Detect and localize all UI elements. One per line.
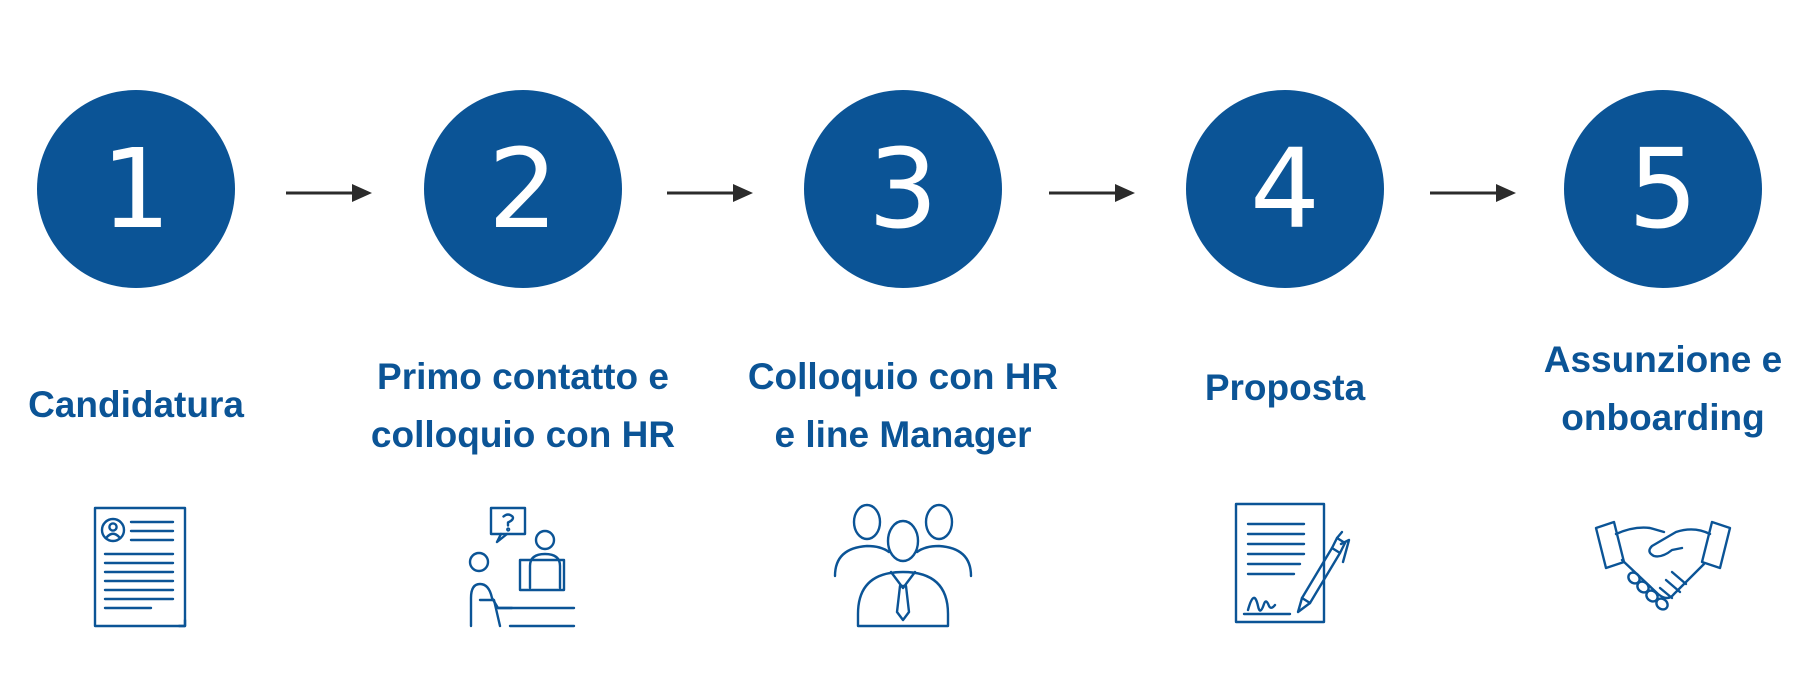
- signed-contract-icon: [1210, 498, 1360, 638]
- step-2-number-circle: 2: [424, 90, 622, 288]
- step-3-label: Colloquio con HR e line Manager: [747, 356, 1059, 455]
- handshake-icon: [1588, 498, 1738, 638]
- arrow-right-icon: [1430, 182, 1516, 204]
- step-3: 3 Colloquio con HR e line Manager: [733, 0, 1073, 700]
- step-2: 2 Primo contatto e colloquio con HR: [353, 0, 693, 700]
- step-1-number-circle: 1: [37, 90, 235, 288]
- step-1: 1 Candidatura: [0, 0, 306, 700]
- step-1-label: Candidatura: [28, 384, 244, 425]
- step-2-label: Primo contatto e colloquio con HR: [370, 356, 676, 455]
- step-4: 4 Proposta: [1115, 0, 1455, 700]
- step-5-label: Assunzione e onboarding: [1543, 339, 1783, 438]
- interview-icon: [448, 498, 598, 638]
- arrow-right-icon: [667, 182, 753, 204]
- step-5-number-circle: 5: [1564, 90, 1762, 288]
- step-4-label: Proposta: [1204, 367, 1366, 408]
- team-icon: [828, 498, 978, 638]
- arrow-right-icon: [1049, 182, 1135, 204]
- step-5: 5 Assunzione e onboarding: [1493, 0, 1800, 700]
- step-4-number-circle: 4: [1186, 90, 1384, 288]
- step-3-number-circle: 3: [804, 90, 1002, 288]
- arrow-right-icon: [286, 182, 372, 204]
- resume-icon: [61, 498, 211, 638]
